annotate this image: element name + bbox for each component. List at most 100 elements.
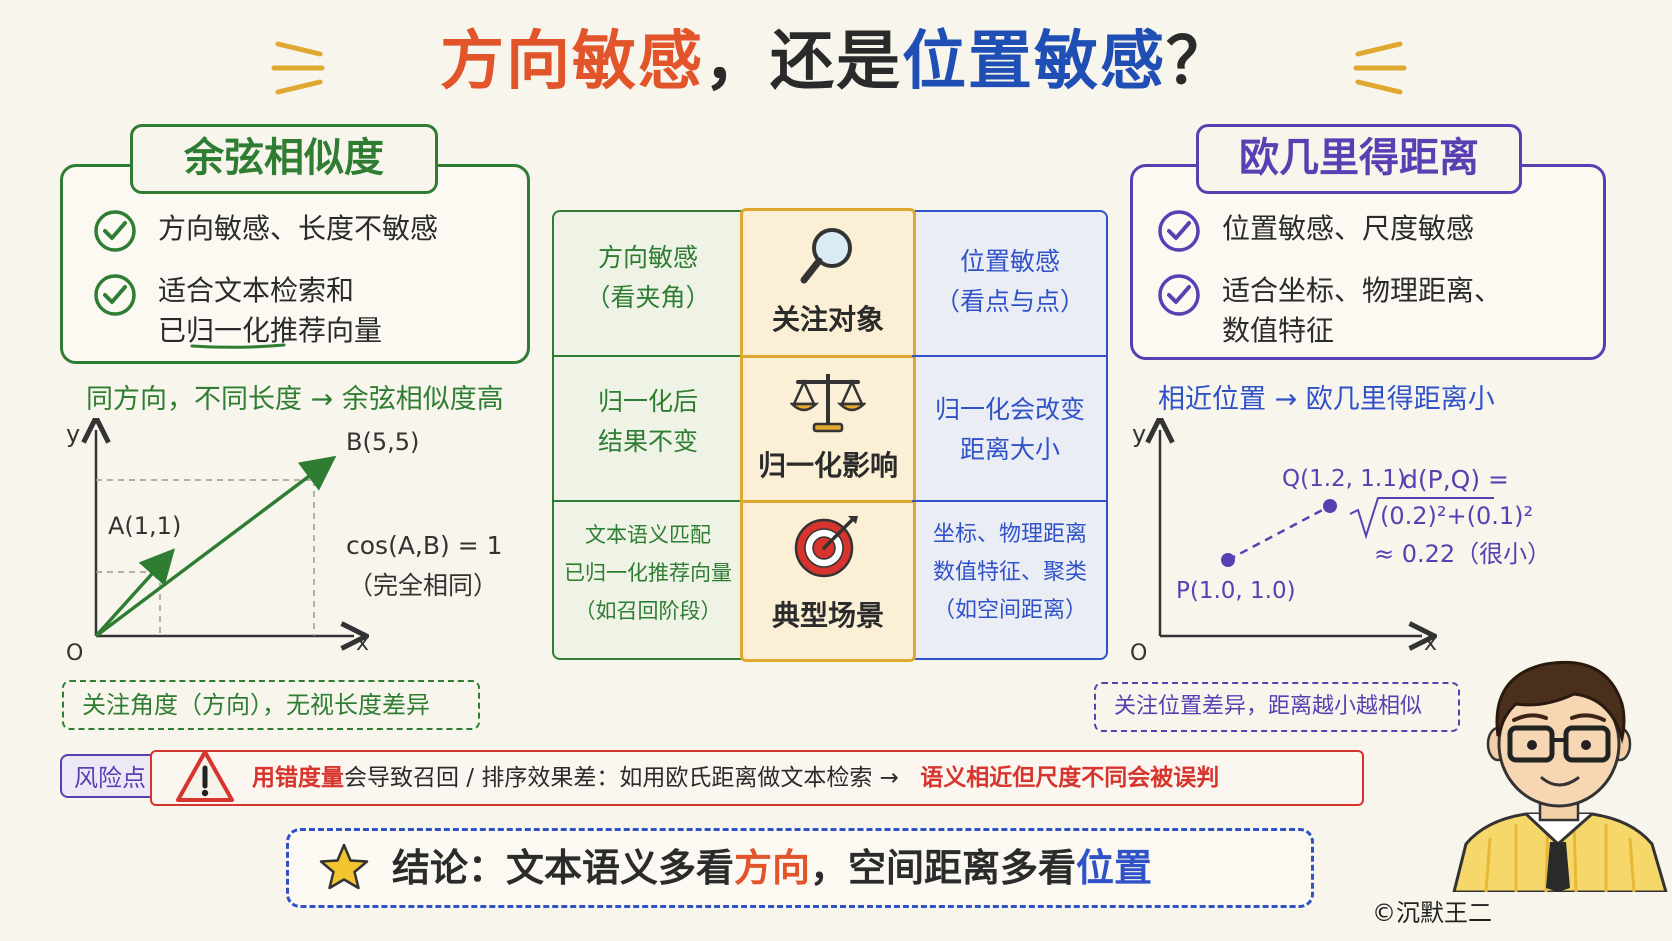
y-axis-label: y bbox=[1132, 420, 1146, 448]
page-title: 方向敏感，还是位置敏感？ bbox=[0, 22, 1672, 102]
star-icon bbox=[319, 843, 369, 890]
title-part-question: ？ bbox=[1166, 25, 1232, 99]
cosine-feature-1: 方向敏感、长度不敏感 bbox=[158, 212, 439, 245]
row-divider bbox=[552, 500, 744, 502]
conclusion-mid: ，空间距离多看 bbox=[810, 846, 1077, 890]
comparison-table: 方向敏感 （看夹角） 关注对象 位置敏感 （看点与点） 归一化后 结果不变 归一… bbox=[552, 208, 1108, 662]
row1-criteria: 关注对象 bbox=[771, 303, 884, 336]
title-burst-right-icon bbox=[1353, 41, 1407, 95]
cosine-feature-3: 已归一化推荐向量 bbox=[158, 314, 383, 347]
title-part-direction: 方向敏感 bbox=[440, 25, 704, 99]
cell-line: （如召回阶段） bbox=[574, 599, 722, 623]
cosine-formula-note: （完全相同） bbox=[348, 571, 498, 600]
euclid-panel bbox=[1130, 164, 1606, 360]
distance-formula-head: d(P,Q) = bbox=[1402, 465, 1509, 494]
risk-highlight: 用错度量 bbox=[252, 765, 344, 791]
conclusion-text: 结论：文本语义多看方向，空间距离多看位置 bbox=[392, 842, 1152, 894]
credit-text: ©沉默王二 bbox=[1372, 899, 1492, 927]
row2-criteria: 归一化影响 bbox=[757, 449, 898, 482]
euclid-note: 关注位置差异，距离越小越相似 bbox=[1094, 682, 1460, 732]
warning-icon bbox=[176, 750, 234, 802]
row-divider bbox=[740, 355, 916, 358]
cosine-column bbox=[552, 210, 744, 660]
origin-label: O bbox=[1130, 641, 1147, 666]
conclusion-direction: 方向 bbox=[734, 846, 811, 890]
check-icon bbox=[94, 210, 136, 252]
balance-scale-icon bbox=[790, 374, 866, 433]
euclid-caption: 相近位置 → 欧几里得距离小 bbox=[1158, 384, 1495, 415]
euclid-feature-3: 数值特征 bbox=[1222, 314, 1335, 347]
criteria-column bbox=[740, 208, 916, 662]
row1-euclid: 位置敏感 （看点与点） bbox=[912, 242, 1108, 322]
cell-line: 距离大小 bbox=[959, 435, 1060, 464]
y-axis-label: y bbox=[66, 420, 80, 448]
cosine-caption: 同方向，不同长度 → 余弦相似度高 bbox=[86, 384, 504, 415]
point-p-label: P(1.0, 1.0) bbox=[1176, 578, 1296, 604]
risk-description: 会导致召回 / 排序效果差：如用欧氏距离做文本检索 → bbox=[344, 765, 899, 791]
underline-mark bbox=[190, 343, 286, 349]
cell-line: 归一化后 bbox=[597, 387, 698, 416]
row3-cosine: 文本语义匹配 已归一化推荐向量 （如召回阶段） bbox=[552, 516, 744, 630]
cosine-note: 关注角度（方向），无视长度差异 bbox=[62, 680, 480, 730]
check-icon bbox=[94, 274, 136, 316]
euclid-column bbox=[912, 210, 1108, 660]
check-icon bbox=[1158, 274, 1200, 316]
cosine-plot: y x O B(5,5) A(1,1) cos(A,B) = 1 （完全相同） bbox=[66, 418, 503, 666]
risk-consequence: 语义相近但尺度不同会被误判 bbox=[920, 765, 1220, 791]
point-p bbox=[1221, 553, 1235, 567]
magnifier-icon bbox=[800, 228, 852, 284]
avatar bbox=[1452, 660, 1668, 892]
pq-segment bbox=[1227, 504, 1331, 562]
cell-line: 已归一化推荐向量 bbox=[564, 561, 732, 585]
risk-badge: 风险点 bbox=[60, 754, 160, 798]
conclusion-lead: 结论：文本语义多看 bbox=[392, 846, 735, 890]
point-q-label: Q(1.2, 1.1) bbox=[1282, 466, 1406, 492]
point-q bbox=[1323, 499, 1337, 513]
x-axis-label: x bbox=[356, 631, 369, 656]
cosine-heading: 余弦相似度 bbox=[130, 124, 438, 194]
conclusion-box bbox=[286, 828, 1314, 908]
cell-line: 坐标、物理距离 bbox=[932, 522, 1087, 547]
row3-criteria: 典型场景 bbox=[771, 599, 884, 632]
title-part-position: 位置敏感 bbox=[902, 25, 1166, 99]
cell-line: （看点与点） bbox=[934, 287, 1085, 316]
cell-line: 位置敏感 bbox=[959, 247, 1060, 276]
row1-cosine: 方向敏感 （看夹角） bbox=[552, 238, 744, 318]
vector-b bbox=[94, 455, 337, 638]
euclid-plot: y x O P(1.0, 1.0) Q(1.2, 1.1) d(P,Q) = (… bbox=[1130, 418, 1551, 666]
origin-label: O bbox=[66, 641, 83, 666]
distance-formula-result: ≈ 0.22（很小） bbox=[1374, 540, 1551, 568]
target-icon bbox=[794, 516, 858, 578]
cell-line: （如空间距离） bbox=[932, 598, 1087, 623]
euclid-feature-2: 适合坐标、物理距离、 bbox=[1222, 274, 1503, 307]
risk-bar bbox=[150, 750, 1364, 806]
vector-a bbox=[94, 548, 176, 638]
point-b-label: B(5,5) bbox=[346, 428, 419, 456]
check-icon bbox=[1158, 210, 1200, 252]
risk-text: 用错度量会导致召回 / 排序效果差：如用欧氏距离做文本检索 → 语义相近但尺度不… bbox=[252, 758, 1219, 798]
title-burst-left-icon bbox=[271, 41, 325, 95]
cell-line: 数值特征、聚类 bbox=[932, 560, 1087, 585]
row-divider bbox=[552, 355, 744, 357]
cell-line: 文本语义匹配 bbox=[585, 523, 711, 547]
distance-formula-body: (0.2)²+(0.1)² bbox=[1380, 502, 1533, 530]
x-axis-label: x bbox=[1424, 631, 1437, 656]
row3-euclid: 坐标、物理距离 数值特征、聚类 （如空间距离） bbox=[912, 516, 1108, 630]
sqrt-sign bbox=[1349, 497, 1494, 540]
cell-line: 方向敏感 bbox=[597, 243, 698, 272]
cosine-formula: cos(A,B) = 1 bbox=[346, 531, 503, 560]
row-divider bbox=[912, 355, 1108, 357]
point-a-label: A(1,1) bbox=[108, 512, 181, 540]
euclid-heading: 欧几里得距离 bbox=[1196, 124, 1522, 194]
conclusion-position: 位置 bbox=[1076, 846, 1153, 890]
cell-line: 结果不变 bbox=[597, 427, 698, 456]
row2-euclid: 归一化会改变 距离大小 bbox=[912, 390, 1108, 470]
row-divider bbox=[912, 500, 1108, 502]
row-divider bbox=[740, 500, 916, 503]
euclid-feature-1: 位置敏感、尺度敏感 bbox=[1222, 212, 1475, 245]
row2-cosine: 归一化后 结果不变 bbox=[552, 382, 744, 462]
cosine-feature-2: 适合文本检索和 bbox=[158, 274, 355, 307]
cell-line: （看夹角） bbox=[585, 283, 711, 312]
title-part-or: ，还是 bbox=[704, 25, 902, 99]
cell-line: 归一化会改变 bbox=[934, 395, 1085, 424]
